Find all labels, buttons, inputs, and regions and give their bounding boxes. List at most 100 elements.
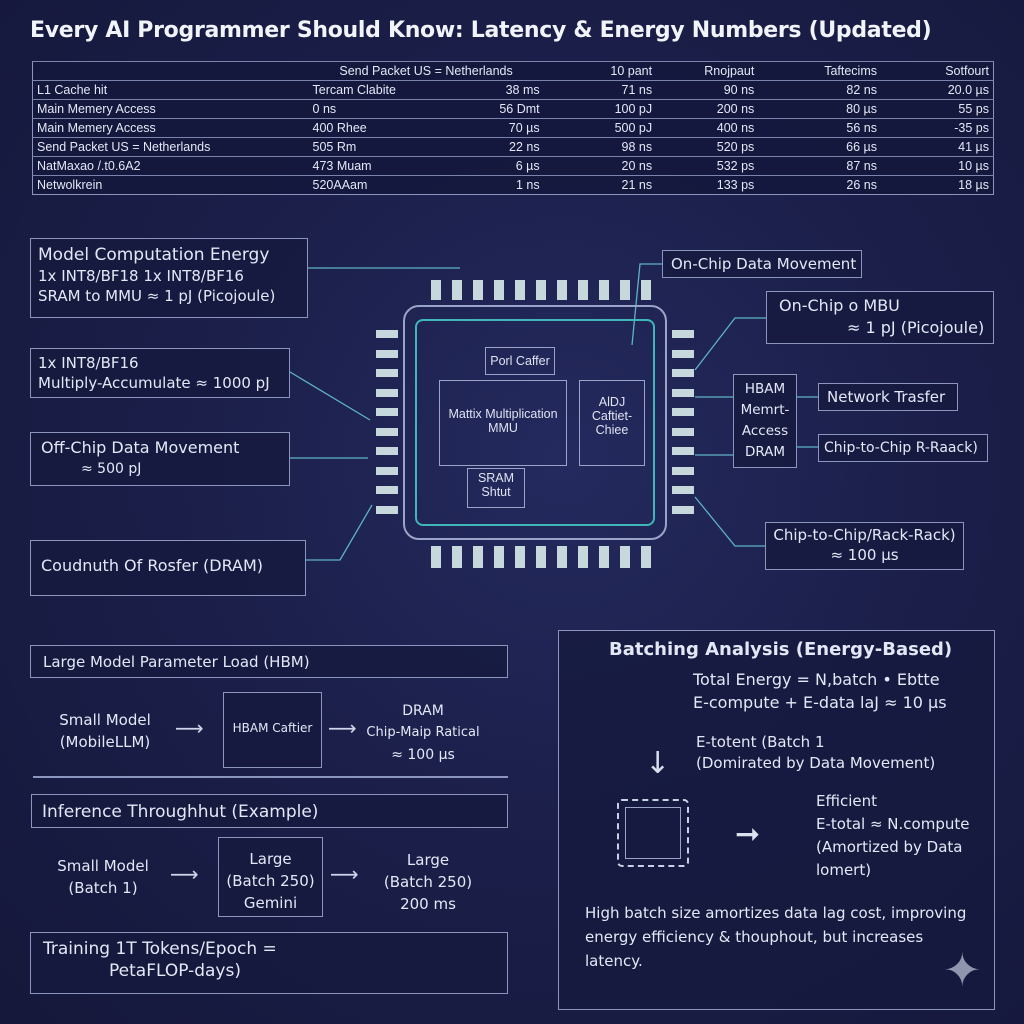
- offchip-line1: Off-Chip Data Movement: [41, 438, 240, 457]
- chip-pin: [376, 505, 398, 514]
- table-cell: 38 ms: [441, 80, 544, 100]
- table-cell: 20 ns: [543, 156, 657, 176]
- table-cell: 520 ps: [656, 137, 759, 157]
- table-cell: 505 Rm: [308, 137, 442, 157]
- chip-pin: [376, 388, 398, 397]
- dram-box: Coudnuth Of Rosfer (DRAM): [30, 540, 306, 596]
- chip-pin: [376, 349, 398, 358]
- line: Large: [406, 851, 450, 869]
- sparkle-icon: ✦: [943, 943, 982, 997]
- chip-pin: [672, 505, 694, 514]
- compute-energy-line2: SRAM to MMU ≈ 1 pJ (Picojoule): [38, 287, 276, 305]
- table-cell: L1 Cache hit: [32, 80, 309, 100]
- inference-large-box: Large (Batch 250) Gemini: [218, 837, 323, 917]
- chip-pin: [672, 369, 694, 377]
- chip-pin: [473, 280, 483, 300]
- chip-pin: [672, 486, 694, 494]
- small-model-line: (MobileLLM): [59, 733, 151, 751]
- chip-pin: [641, 546, 651, 568]
- sram-block: SRAM Shtut: [467, 468, 525, 508]
- line: (Batch 250): [226, 872, 315, 890]
- table-cell: 21 ns: [543, 175, 657, 195]
- chip-pin: [494, 546, 504, 568]
- onchip-move-box: On-Chip Data Movement: [662, 250, 862, 278]
- chip-rack-rack-line1: Chip-to-Chip/Rack-Rack): [773, 526, 956, 544]
- chip-pin: [473, 546, 483, 568]
- chip-pin: [536, 280, 546, 300]
- cache-block: AlDJ Caftiet- Chiee: [579, 380, 645, 466]
- dram-line: Coudnuth Of Rosfer (DRAM): [41, 556, 264, 575]
- mac-line1: 1x INT8/BF16: [38, 354, 139, 372]
- chip-pin: [578, 280, 588, 300]
- table-cell: 20.0 µs: [880, 80, 994, 100]
- line: E-total ≈ N.compute: [816, 815, 970, 833]
- inference-dest: Large(Batch 250)200 ms: [368, 849, 488, 915]
- table-cell: 200 ns: [656, 99, 759, 119]
- line: (Amortized by Data: [816, 838, 963, 856]
- line: (Batch 1): [68, 879, 138, 897]
- inference-title: Inference Throughhut (Example): [42, 802, 319, 822]
- chip-pin: [376, 408, 398, 416]
- hbam-line: Memrt-: [740, 402, 790, 418]
- table-cell: 98 ns: [543, 137, 657, 157]
- table-cell: Main Memery Access: [32, 99, 309, 119]
- table-cell: 82 ns: [758, 80, 881, 100]
- arrow-right-icon: ⟶: [328, 716, 357, 740]
- small-model-line: Small Model: [59, 711, 151, 729]
- dest-line: Chip-Maip Ratical: [366, 725, 480, 740]
- port-buffer-block: Porl Caffer: [485, 347, 555, 375]
- chip-pin: [376, 369, 398, 377]
- arrow-right-icon: ⟶: [170, 862, 199, 886]
- page-title: Every AI Programmer Should Know: Latency…: [30, 18, 932, 43]
- table-header-cell: Taftecims: [758, 61, 881, 81]
- divider: [33, 776, 508, 778]
- table-cell: 18 µs: [880, 175, 994, 195]
- mac-box: 1x INT8/BF16 Multiply-Accumulate ≈ 1000 …: [30, 348, 290, 398]
- table-cell: 71 ns: [543, 80, 657, 100]
- compute-energy-line1: 1x INT8/BF18 1x INT8/BF16: [38, 267, 244, 285]
- chip-pin: [557, 280, 567, 300]
- table-cell: 1 ns: [441, 175, 544, 195]
- line: Large: [249, 850, 292, 868]
- table-cell: 26 ns: [758, 175, 881, 195]
- small-chip-icon: [611, 793, 695, 873]
- table-cell: 41 µs: [880, 137, 994, 157]
- table-cell: 520AAam: [308, 175, 442, 195]
- network-transfer-box: Network Trasfer: [818, 383, 958, 411]
- chip-pin: [376, 466, 398, 475]
- batching-formula1: Total Energy = N,batch • Ebtte: [693, 670, 940, 689]
- line: Gemini: [243, 894, 298, 912]
- table-cell: 90 ns: [656, 80, 759, 100]
- table-cell: -35 ps: [880, 118, 994, 138]
- chip-pin: [557, 546, 567, 568]
- mmu-block: Mattix Multiplication MMU: [439, 380, 567, 466]
- table-cell: 70 µs: [441, 118, 544, 138]
- chip-pin: [515, 546, 525, 568]
- batching-note: High batch size amortizes data lag cost,…: [585, 904, 967, 970]
- chip-pin: [431, 280, 441, 300]
- chip-pin: [452, 280, 462, 300]
- chip-pin: [376, 447, 398, 455]
- offchip-line2: ≈ 500 pJ: [81, 461, 142, 477]
- training-line1: Training 1T Tokens/Epoch =: [43, 939, 277, 959]
- onchip-mbu-line2: ≈ 1 pJ (Picojoule): [847, 318, 985, 337]
- chip-pin: [672, 466, 694, 475]
- arrow-down-icon: ↓: [645, 746, 671, 781]
- chip-pin: [578, 546, 588, 568]
- table-cell: 400 ns: [656, 118, 759, 138]
- table-cell: 500 pJ: [543, 118, 657, 138]
- network-transfer-label: Network Trasfer: [827, 388, 946, 406]
- table-cell: 66 µs: [758, 137, 881, 157]
- table-cell: 55 ps: [880, 99, 994, 119]
- line: (Batch 250): [383, 873, 473, 891]
- chip-pin: [672, 330, 694, 338]
- table-header-cell: Rnojpaut: [656, 61, 759, 81]
- table-cell: NatMaxao /.t0.6A2: [32, 156, 309, 176]
- table-header-cell: Sotfourt: [880, 61, 994, 81]
- table-cell: 473 Muam: [308, 156, 442, 176]
